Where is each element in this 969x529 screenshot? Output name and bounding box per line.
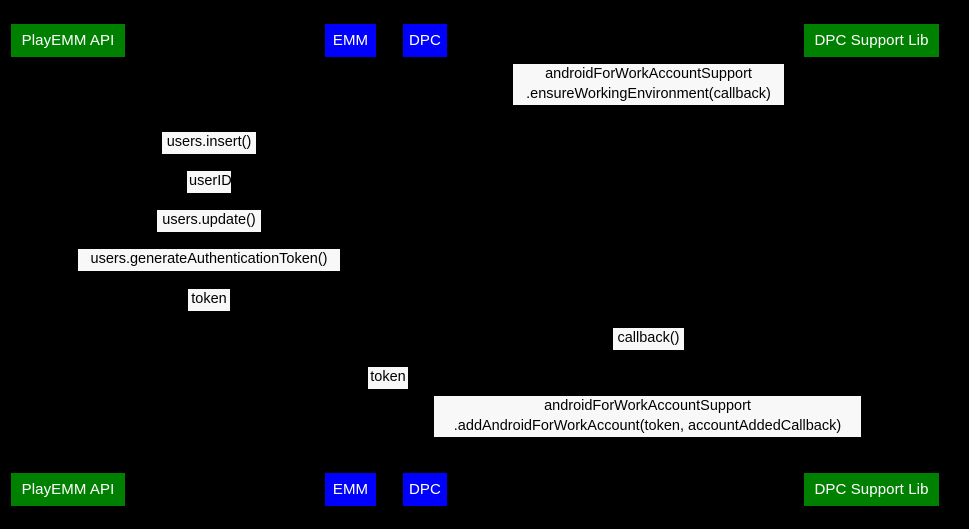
participant-label: EMM (332, 32, 369, 49)
participant-label: DPC Support Lib (814, 481, 929, 498)
lifeline-playemm (67, 57, 68, 473)
message-line-2: .addAndroidForWorkAccount(token, account… (453, 417, 842, 434)
message-line-1: callback() (617, 330, 680, 346)
lifeline-emm (350, 57, 351, 473)
participant-footer-dpc[interactable]: DPC (403, 473, 447, 506)
message-label-token-to-emm: token (188, 289, 230, 311)
participant-header-dpc[interactable]: DPC (403, 24, 447, 57)
message-line-1: userID (189, 173, 232, 189)
message-label-userid: userID (187, 171, 232, 193)
arrow-message-9 (425, 437, 871, 438)
message-label-users-update: users.update() (157, 210, 261, 232)
participant-footer-dpc-support-lib[interactable]: DPC Support Lib (804, 473, 939, 506)
message-label-callback: callback() (613, 328, 684, 350)
participant-footer-emm[interactable]: EMM (325, 473, 376, 506)
lifeline-dpc (425, 57, 426, 473)
message-label-token-to-dpc: token (368, 367, 408, 389)
message-label-ensure-working-environment: androidForWorkAccountSupport .ensureWork… (513, 64, 784, 105)
message-line-1: androidForWorkAccountSupport (544, 398, 751, 414)
message-line-1: token (191, 291, 227, 307)
participant-footer-playemm-api[interactable]: PlayEMM API (11, 473, 125, 506)
participant-label: DPC Support Lib (814, 32, 929, 49)
participant-label: DPC (409, 481, 441, 498)
message-line-1: token (370, 369, 406, 385)
participant-label: PlayEMM API (21, 32, 115, 49)
message-label-users-insert: users.insert() (162, 132, 256, 154)
participant-label: DPC (409, 32, 441, 49)
message-line-1: users.insert() (166, 134, 252, 150)
participant-header-playemm-api[interactable]: PlayEMM API (11, 24, 125, 57)
message-line-2: .ensureWorkingEnvironment(callback) (526, 85, 771, 102)
message-line-1: users.update() (162, 212, 256, 228)
participant-label: PlayEMM API (21, 481, 115, 498)
message-line-1: androidForWorkAccountSupport (545, 66, 752, 82)
participant-header-dpc-support-lib[interactable]: DPC Support Lib (804, 24, 939, 57)
message-label-add-android-for-work-account: androidForWorkAccountSupport .addAndroid… (434, 396, 861, 437)
lifeline-dpclib (871, 57, 872, 473)
message-line-1: users.generateAuthenticationToken() (90, 251, 328, 267)
participant-header-emm[interactable]: EMM (325, 24, 376, 57)
message-label-users-generate-authentication-token: users.generateAuthenticationToken() (78, 249, 340, 271)
participant-label: EMM (332, 481, 369, 498)
